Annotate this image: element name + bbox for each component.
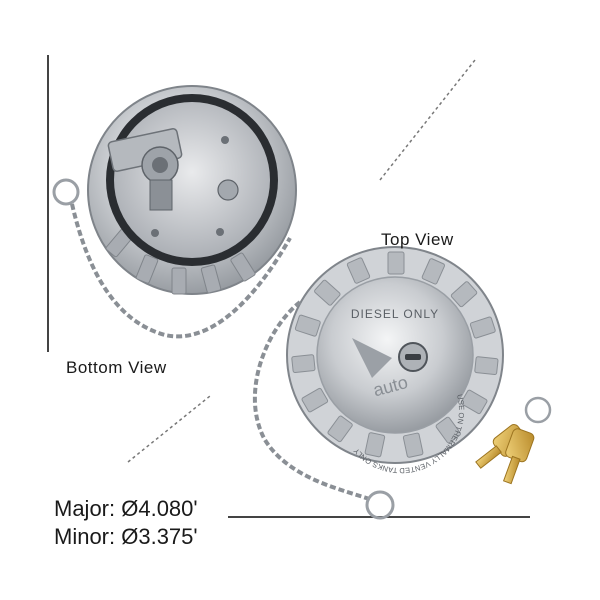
top-view-chain <box>252 300 395 520</box>
bottom-view-cap <box>87 85 297 295</box>
keys <box>475 396 552 485</box>
top-view-label: Top View <box>381 230 454 249</box>
minor-dimension-label: Minor: Ø3.375' <box>54 524 198 549</box>
brand-arrow-logo <box>352 338 392 378</box>
diesel-only-text: DIESEL ONLY <box>351 307 439 321</box>
bottom-view-chain <box>52 178 292 339</box>
top-view-cap: DIESEL ONLY auto USE ON THERMALLY VENTED… <box>286 246 504 475</box>
major-dimension-label: Major: Ø4.080' <box>54 496 198 521</box>
diagonal-guide-line-upper <box>379 59 476 181</box>
bottom-view-label: Bottom View <box>66 358 167 377</box>
diagonal-guide-line-lower <box>127 395 211 463</box>
